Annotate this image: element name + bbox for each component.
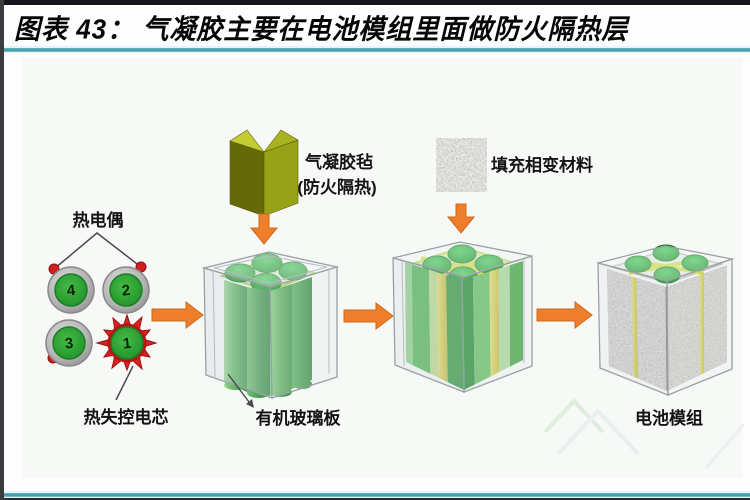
diagram-area: 热电偶 热失控电芯 气凝胶毡 (防火隔热) 填充相变材料 有机玻璃板 电池模组 … (4, 53, 750, 491)
battery-cell-top-1-runaway (110, 326, 144, 360)
plexiglass-box-cells-aerogel (392, 241, 533, 393)
bottom-border (0, 498, 750, 500)
runaway-label-leader (115, 365, 134, 401)
top-border (0, 0, 750, 5)
battery-cell-top-2 (102, 266, 150, 314)
flow-arrow-right-icon (536, 300, 593, 330)
plexiglass-label-leader (227, 373, 254, 408)
cell-number-4: 4 (65, 281, 77, 300)
battery-cell-top-4 (47, 266, 95, 314)
pcm-texture-swatch (438, 140, 485, 190)
cell-number-1: 1 (121, 334, 133, 353)
process-diagram (22, 58, 746, 478)
label-aerogel-felt-sub: (防火隔热) (297, 178, 377, 197)
figure-title: 图表 43： 气凝胶主要在电池模组里面做防火隔热层 (14, 13, 629, 45)
label-battery-module: 电池模组 (635, 409, 703, 428)
figure-title-bar: 图表 43： 气凝胶主要在电池模组里面做防火隔热层 (4, 5, 750, 47)
flow-arrow-down-icon (446, 203, 476, 234)
footer-rule (4, 491, 750, 498)
watermark-chevrons (543, 398, 746, 469)
label-thermocouple: 热电偶 (72, 211, 124, 230)
label-plexiglass-plate: 有机玻璃板 (255, 409, 341, 428)
aerogel-cross-icon (229, 129, 299, 217)
flow-arrow-down-icon (249, 213, 279, 245)
title-underline-rule (4, 46, 750, 53)
label-thermal-runaway-cell: 热失控电芯 (83, 408, 169, 427)
cell-number-2: 2 (120, 281, 132, 300)
label-phase-change-material: 填充相变材料 (491, 156, 593, 175)
battery-module-box (597, 244, 735, 396)
battery-cell-top-3 (45, 319, 93, 367)
flow-arrow-right-icon (151, 300, 204, 330)
label-aerogel-felt: 气凝胶毡 (305, 153, 373, 172)
left-border (0, 0, 4, 500)
cell-number-3: 3 (63, 334, 75, 353)
plexiglass-box-cells (201, 251, 340, 399)
flow-arrow-right-icon (343, 301, 394, 331)
